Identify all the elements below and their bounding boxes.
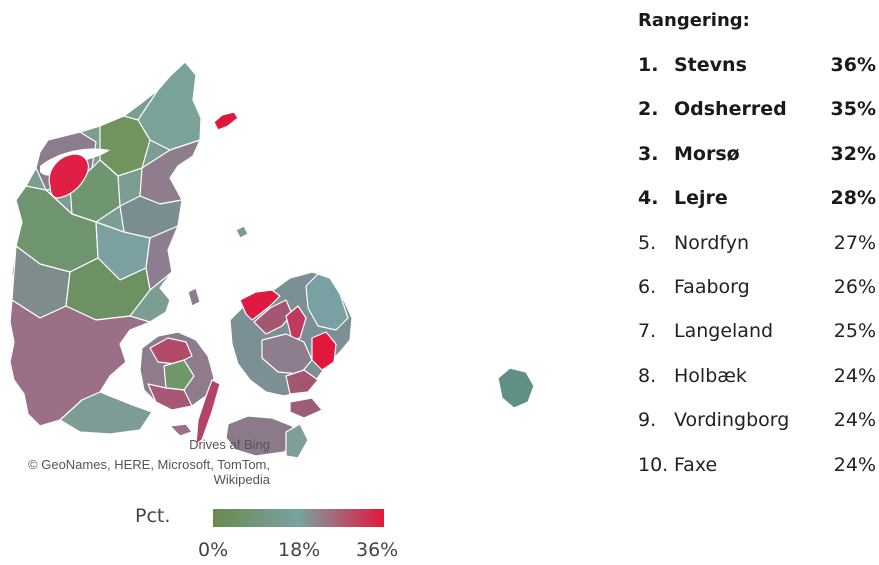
- ranking-row: 2. Odsherred 35%: [638, 98, 876, 128]
- legend-gradient-bar: [213, 509, 384, 527]
- choropleth-map: Drives af Bing © GeoNames, HERE, Microso…: [9, 61, 535, 487]
- ranking-row: 10. Faxe 24%: [638, 454, 876, 484]
- denmark-map: [9, 61, 535, 459]
- legend-tick: 18%: [278, 539, 321, 561]
- municipality-name: Odsherred: [674, 98, 787, 120]
- region-anholt: [235, 225, 249, 239]
- municipality-name: Morsø: [674, 143, 740, 165]
- map-sources-credit: © GeoNames, HERE, Microsoft, TomTom, Wik…: [28, 457, 270, 487]
- rank-percentage: 32%: [830, 143, 876, 165]
- region-faaborg: [147, 383, 193, 411]
- municipality-name: Holbæk: [674, 365, 747, 387]
- region-mon: [289, 397, 323, 419]
- municipality-name: Stevns: [674, 54, 747, 76]
- ranking-title: Rangering:: [638, 10, 750, 31]
- legend-label: Pct.: [135, 505, 171, 527]
- rank-percentage: 24%: [833, 454, 876, 476]
- ranking-row: 3. Morsø 32%: [638, 143, 876, 173]
- region-langeland: [195, 379, 221, 445]
- municipality-name: Langeland: [674, 320, 774, 342]
- map-provider-credit: Drives af Bing: [189, 437, 270, 452]
- region-faxe: [285, 369, 319, 395]
- rank-number: 3.: [638, 143, 659, 165]
- ranking-row: 4. Lejre 28%: [638, 187, 876, 217]
- legend-tick: 0%: [198, 539, 229, 561]
- ranking-row: 6. Faaborg 26%: [638, 276, 876, 306]
- rank-number: 9.: [638, 409, 657, 431]
- municipality-name: Lejre: [674, 187, 728, 209]
- rank-percentage: 28%: [830, 187, 876, 209]
- rank-number: 6.: [638, 276, 657, 298]
- rank-percentage: 36%: [830, 54, 876, 76]
- rank-percentage: 24%: [833, 365, 876, 387]
- ranking-row: 9. Vordingborg 24%: [638, 409, 876, 439]
- rank-number: 4.: [638, 187, 659, 209]
- ranking-row: 7. Langeland 25%: [638, 320, 876, 350]
- region-laeso: [213, 111, 239, 131]
- ranking-row: 8. Holbæk 24%: [638, 365, 876, 395]
- rank-percentage: 26%: [833, 276, 876, 298]
- rank-number: 10.: [638, 454, 669, 476]
- legend-tick: 36%: [356, 539, 399, 561]
- ranking-row: 1. Stevns 36%: [638, 54, 876, 84]
- region-aero: [169, 423, 193, 437]
- region-koge: [261, 333, 313, 375]
- rank-percentage: 25%: [833, 320, 876, 342]
- region-falster: [285, 423, 309, 459]
- region-bornholm: [497, 367, 535, 409]
- rank-percentage: 24%: [833, 409, 876, 431]
- rank-number: 1.: [638, 54, 659, 76]
- municipality-name: Faxe: [674, 454, 718, 476]
- region-samso: [187, 287, 201, 307]
- region-odsherred: [239, 289, 281, 321]
- region-nordfyn: [149, 337, 193, 365]
- color-legend: Pct. 0% 18% 36%: [130, 505, 430, 565]
- region-sonderborg: [59, 391, 153, 435]
- rank-number: 8.: [638, 365, 657, 387]
- municipality-name: Nordfyn: [674, 232, 750, 254]
- region-odense: [163, 359, 195, 391]
- ranking-row: 5. Nordfyn 27%: [638, 232, 876, 262]
- region-morso: [48, 153, 89, 199]
- municipality-name: Faaborg: [674, 276, 750, 298]
- rank-number: 5.: [638, 232, 657, 254]
- rank-percentage: 27%: [833, 232, 876, 254]
- region-copenhagen: [305, 273, 349, 331]
- municipality-name: Vordingborg: [674, 409, 790, 431]
- rank-percentage: 35%: [830, 98, 876, 120]
- region-stevns: [311, 331, 337, 371]
- rank-number: 7.: [638, 320, 657, 342]
- rank-number: 2.: [638, 98, 659, 120]
